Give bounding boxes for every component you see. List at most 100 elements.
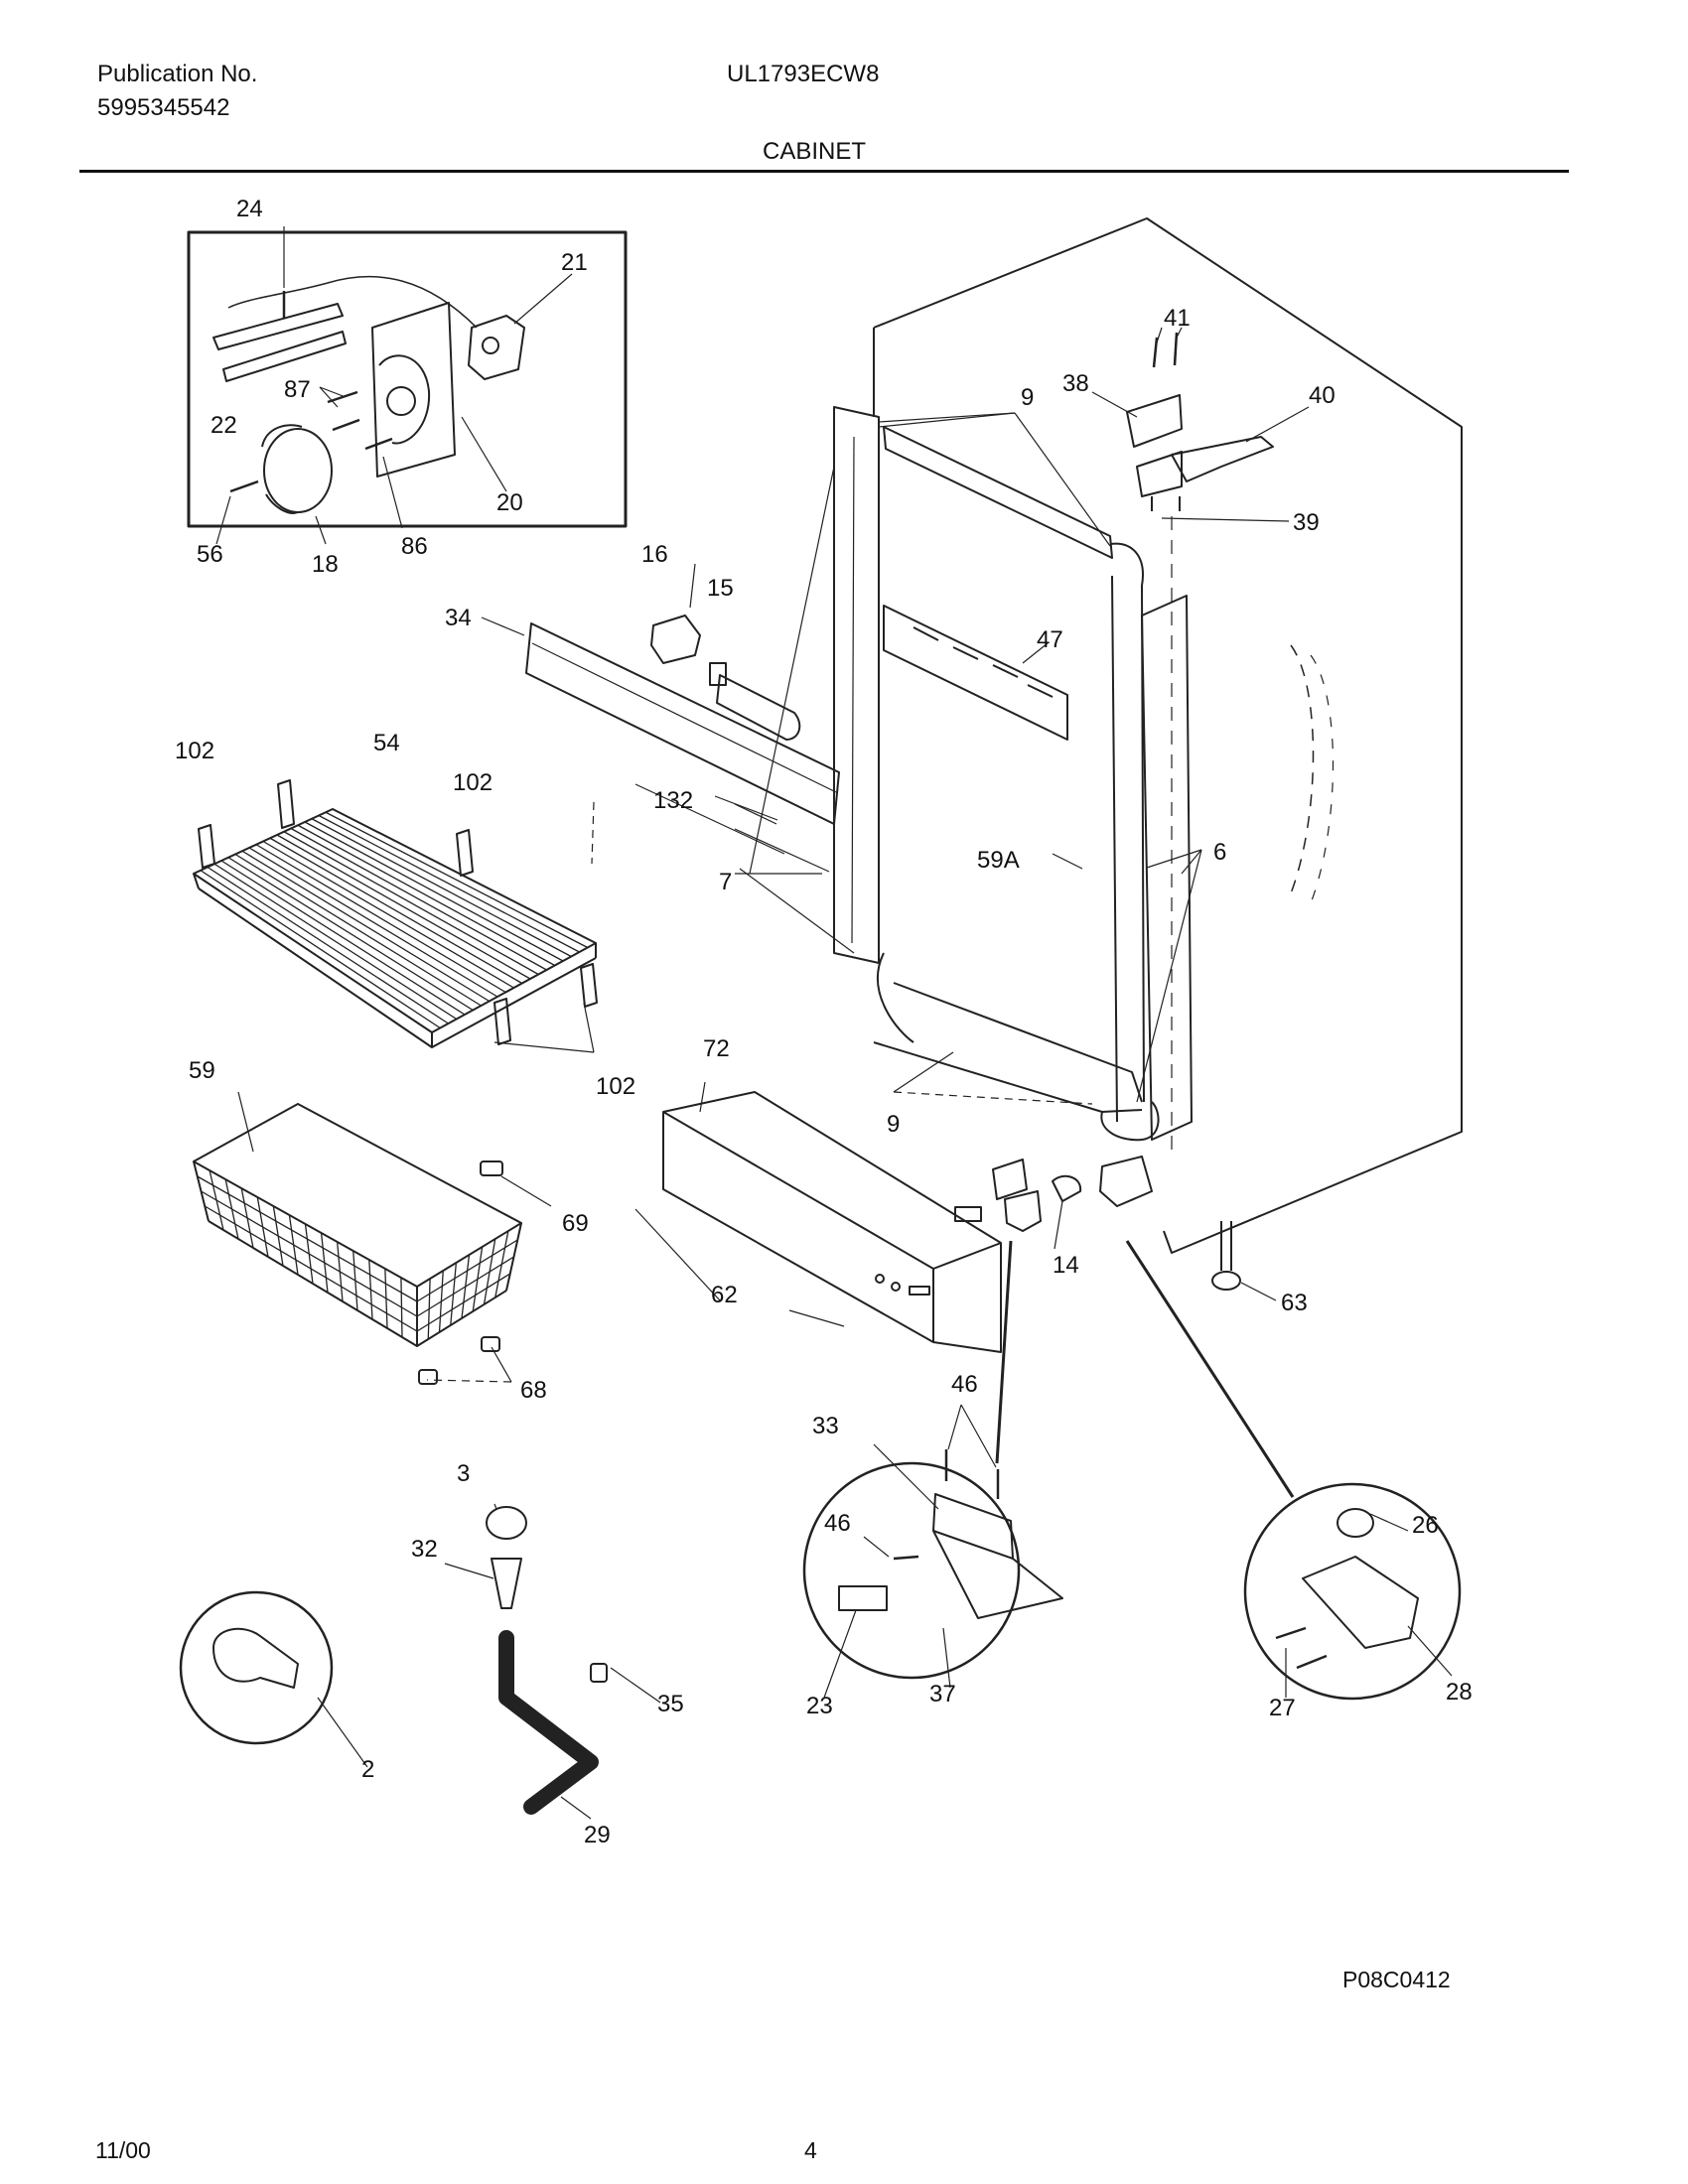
page-number: 4 [804,2137,817,2163]
detail-circle-drain [179,1590,334,1745]
cross-channel-part [883,605,1068,741]
callout-41: 41 [1164,305,1191,332]
callout-46-top: 46 [951,1371,978,1398]
callout-69: 69 [562,1210,589,1237]
wire-line [416,1256,514,1317]
callout-102-bottom: 102 [596,1073,635,1100]
wire-line [213,863,458,1021]
callout-56: 56 [197,541,223,568]
basket-clips [418,1160,503,1385]
callout-102-right: 102 [453,769,492,796]
publication-label: Publication No. [97,61,258,87]
wire-line [304,821,564,962]
callout-35: 35 [657,1691,684,1717]
revision-date: 11/00 [95,2137,151,2163]
callout-21: 21 [561,249,588,276]
callout-39: 39 [1293,509,1320,536]
drain-clip-part [590,1663,608,1683]
callout-18: 18 [312,551,339,578]
wire-line [269,837,523,985]
callout-28: 28 [1446,1679,1473,1706]
kickplate-part [662,1091,1002,1353]
callout-14: 14 [1053,1252,1079,1279]
drain-adapter-part [491,1558,522,1609]
wire-line [325,811,589,949]
lower-hinge-brackets [954,1156,1153,1232]
detail-circle-switch [802,1240,1063,1680]
control-inset [187,226,628,545]
wire-line [197,1175,418,1302]
wire-line [276,834,531,980]
wire-shelf-part [193,808,597,1048]
callout-59: 59 [189,1057,215,1084]
callout-102-left: 102 [175,738,214,764]
light-bulb-part [709,662,801,741]
wire-line [200,870,441,1029]
callout-54: 54 [373,730,400,756]
inset-screws [229,291,393,493]
light-shield-part [525,622,840,825]
model-number: UL1793ECW8 [727,61,880,87]
callout-labels: 24 21 87 22 20 56 18 86 16 15 34 9 41 38… [175,196,1473,1848]
callout-59a: 59A [977,847,1020,874]
callout-47: 47 [1037,626,1063,653]
drain-tube-part [498,1630,599,1815]
callout-9-top: 9 [1021,384,1034,411]
drain-plug-part [486,1506,527,1540]
callout-29: 29 [584,1822,611,1848]
detail-circle-hinge [1125,1240,1462,1701]
callout-33: 33 [812,1413,839,1439]
wire-line [227,857,474,1012]
callout-leaders [237,327,1453,1820]
callout-7: 7 [719,869,732,895]
section-title: CABINET [763,138,867,165]
publication-number: 5995345542 [97,94,230,121]
wire-line [416,1273,511,1332]
callout-23: 23 [806,1693,833,1719]
wire-line [416,1239,518,1302]
wire-line [255,844,506,994]
thermostat-part [227,275,525,380]
light-socket-part [650,614,701,664]
callout-15: 15 [707,575,734,602]
callout-26: 26 [1412,1512,1439,1539]
callout-16: 16 [641,541,668,568]
callout-62: 62 [711,1282,738,1308]
wire-line [290,827,547,971]
breaker-strip-frame [833,406,1193,1142]
callout-3: 3 [457,1460,470,1487]
callout-38: 38 [1062,370,1089,397]
callout-9-bottom: 9 [887,1111,900,1138]
callout-86: 86 [401,533,428,560]
wire-line [207,866,449,1024]
wire-line [283,831,539,976]
wire-line [204,1205,418,1332]
callout-34: 34 [445,605,472,631]
wire-line [248,847,498,998]
callout-32: 32 [411,1536,438,1563]
top-hinge-part [1126,394,1274,511]
wire-line [241,850,491,1003]
shelf-supports [198,779,598,1045]
inset-leaders [215,226,573,545]
header-rule [79,170,1569,173]
wire-line [311,818,572,958]
wire-line [262,840,514,989]
callout-87: 87 [284,376,311,403]
callout-37: 37 [929,1681,956,1707]
wire-line [297,824,556,967]
figure-code: P08C0412 [1342,1967,1451,1992]
leveling-leg-part [1211,1221,1241,1291]
callout-46-left: 46 [824,1510,851,1537]
wire-line [234,853,482,1007]
wire-line [318,814,580,953]
callout-72: 72 [703,1035,730,1062]
knob-part [261,424,333,514]
callout-40: 40 [1309,382,1336,409]
callout-63: 63 [1281,1290,1308,1316]
callout-20: 20 [496,489,523,516]
hinge-screws [1152,332,1179,368]
wire-line [201,1190,418,1317]
